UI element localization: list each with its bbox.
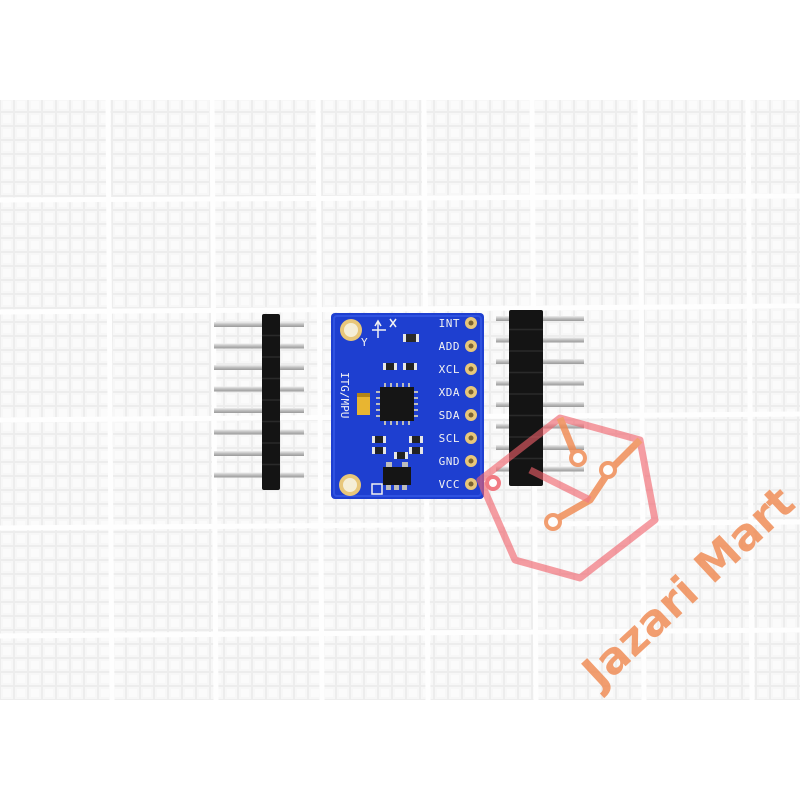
- header-pin: [214, 365, 304, 370]
- header-pin: [214, 429, 304, 435]
- voltage-regulator: [383, 467, 411, 485]
- header-pin: [214, 451, 304, 456]
- header-pin: [214, 343, 304, 349]
- header-pin: [214, 386, 304, 392]
- sensor-board: INT ADD XCL XDA SDA SCL GND VCC: [331, 313, 484, 499]
- pin-label-xcl: XCL: [439, 363, 460, 376]
- axis-label: Y: [361, 336, 368, 349]
- board-label: ITG/MPU: [338, 372, 351, 418]
- pin-label-gnd: GND: [439, 455, 460, 468]
- smd-components: [371, 334, 423, 495]
- header-pin: [214, 472, 304, 478]
- imu-chip: [380, 387, 414, 421]
- tantalum-capacitor: [357, 393, 370, 415]
- header-pin: [214, 408, 304, 413]
- pin-label-sda: SDA: [439, 409, 460, 422]
- pin-label-int: INT: [439, 317, 460, 330]
- circuit-logo-icon: [476, 414, 659, 582]
- pin-label-add: ADD: [439, 340, 460, 353]
- axis-arrow-icon: [372, 318, 397, 338]
- pin-label-xda: XDA: [439, 386, 460, 399]
- pin-label-scl: SCL: [439, 432, 460, 445]
- left-pin-header: [214, 314, 304, 490]
- header-pin: [214, 322, 304, 327]
- pin-label-vcc: VCC: [439, 478, 460, 491]
